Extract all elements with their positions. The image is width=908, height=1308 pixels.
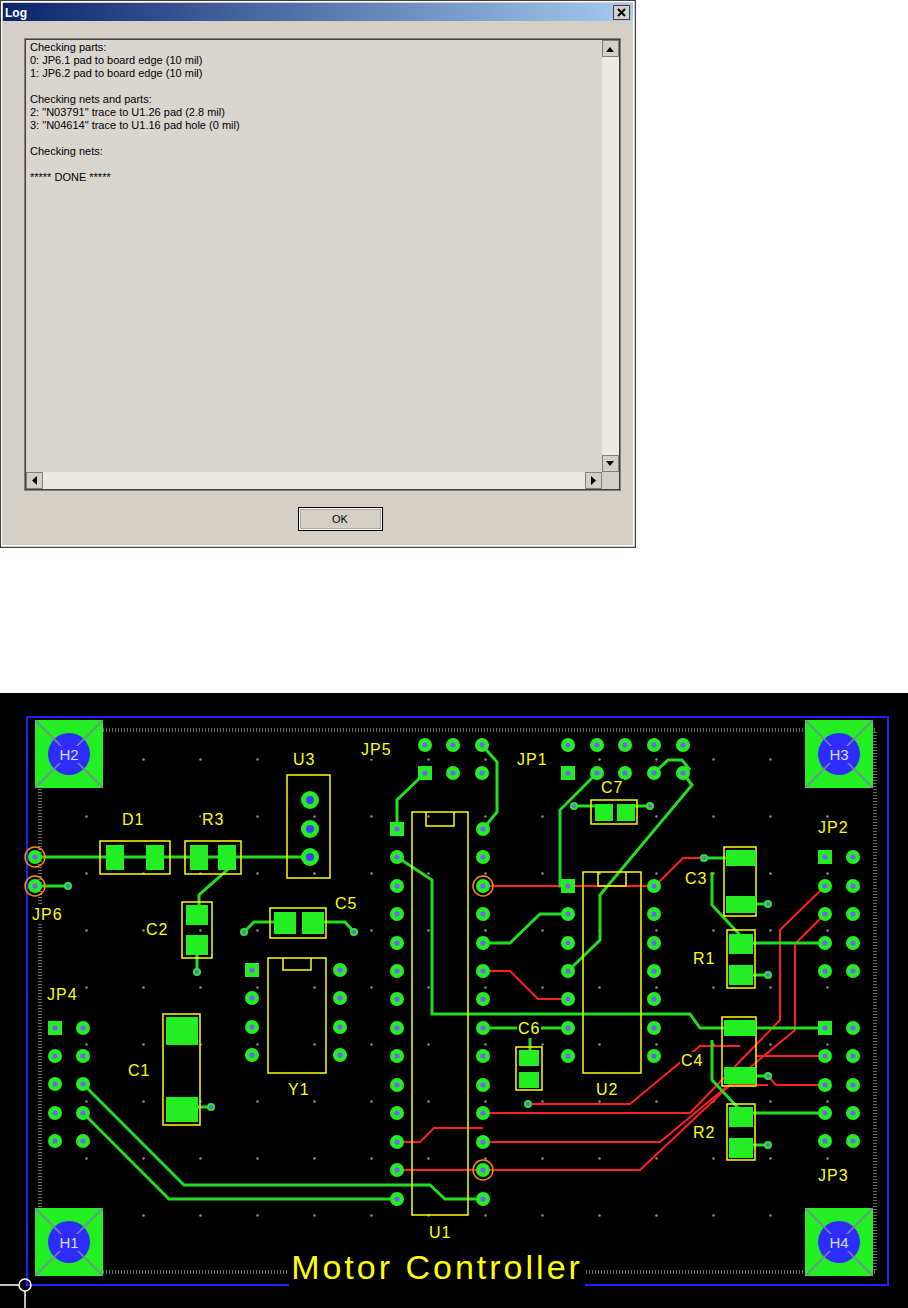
part-label-anchor: C1 <box>127 1062 151 1080</box>
ok-button: OK <box>298 507 382 530</box>
pcb-layout <box>0 693 908 1308</box>
part-designator: U2 <box>595 1081 619 1099</box>
pcb-board: Motor Controller H2 H3H1 H4 <box>0 693 908 1308</box>
mounting-hole-graphics <box>35 720 873 1276</box>
part-designator: C6 <box>517 1020 541 1038</box>
part-designator: R1 <box>692 950 716 968</box>
log-window: LogChecking parts:0: JP6.1 pad to board … <box>0 0 636 548</box>
part-label-anchor: C4 <box>680 1052 704 1070</box>
hole-label: H2 <box>58 746 79 763</box>
part-designator: C7 <box>600 779 624 797</box>
part-designator: JP4 <box>46 986 79 1004</box>
part-label-anchor: R1 <box>692 950 716 968</box>
part-outlines <box>100 775 756 1215</box>
part-designator: C2 <box>145 921 169 939</box>
part-label-anchor: JP1 <box>516 751 549 769</box>
part-label-anchor: Y1 <box>287 1081 311 1099</box>
log-line: Checking parts: <box>30 41 606 54</box>
hole-label: H3 <box>828 746 849 763</box>
mounting-hole: H2 <box>35 720 103 788</box>
button-label: OK <box>332 512 348 526</box>
log-line: ***** DONE ***** <box>30 171 606 184</box>
part-designator: JP6 <box>31 906 64 924</box>
part-label-anchor: JP6 <box>31 906 64 924</box>
part-label-anchor: C7 <box>600 779 624 797</box>
part-label-anchor: C5 <box>334 895 358 913</box>
mounting-hole: H3 <box>805 720 873 788</box>
hole-label: H1 <box>58 1234 79 1251</box>
hole-label: H4 <box>828 1234 849 1251</box>
part-designator: C1 <box>127 1062 151 1080</box>
smd-pads <box>106 804 756 1158</box>
part-designator: JP2 <box>817 819 850 837</box>
board-title: Motor Controller <box>289 1248 585 1286</box>
part-label-anchor: JP5 <box>360 741 393 759</box>
part-designator: C3 <box>684 870 708 888</box>
part-label-anchor: C2 <box>145 921 169 939</box>
part-designator: JP1 <box>516 751 549 769</box>
part-designator: C4 <box>680 1052 704 1070</box>
log-window-chrome <box>0 0 908 548</box>
part-label-anchor: JP2 <box>817 819 850 837</box>
part-label-anchor: U3 <box>292 751 316 769</box>
part-label-anchor: R2 <box>692 1124 716 1142</box>
log-line: 2: "N03791" trace to U1.26 pad (2.8 mil) <box>30 106 606 119</box>
part-designator: JP3 <box>817 1167 850 1185</box>
part-label-anchor: U1 <box>428 1224 452 1242</box>
part-label-anchor: C6 <box>517 1020 541 1038</box>
ok-button-frame <box>299 508 383 531</box>
part-designator: U3 <box>292 751 316 769</box>
window-title: Log <box>5 5 27 21</box>
mounting-hole: H1 <box>35 1208 103 1276</box>
log-line: 0: JP6.1 pad to board edge (10 mil) <box>30 54 606 67</box>
part-label-anchor: D1 <box>121 811 145 829</box>
through-hole-pads <box>25 738 860 1206</box>
vias <box>64 802 772 1149</box>
board-title-anchor: Motor Controller <box>289 1248 585 1286</box>
part-label-anchor: JP3 <box>817 1167 850 1185</box>
log-text-area: Checking parts:0: JP6.1 pad to board edg… <box>24 38 600 472</box>
part-label-anchor: C3 <box>684 870 708 888</box>
log-line: Checking nets and parts: <box>30 93 606 106</box>
part-designator: U1 <box>428 1224 452 1242</box>
close-button <box>614 6 630 20</box>
part-designator: D1 <box>121 811 145 829</box>
part-designator: R2 <box>692 1124 716 1142</box>
part-label-anchor: R3 <box>201 811 225 829</box>
part-designator: C5 <box>334 895 358 913</box>
mounting-hole: H4 <box>805 1208 873 1276</box>
part-designator: Y1 <box>287 1081 311 1099</box>
part-label-anchor: U2 <box>595 1081 619 1099</box>
log-line: 1: JP6.2 pad to board edge (10 mil) <box>30 67 606 80</box>
green-traces <box>35 745 825 1199</box>
part-label-anchor: JP4 <box>46 986 79 1004</box>
scrollbars <box>26 40 619 489</box>
part-designator: JP5 <box>360 741 393 759</box>
log-line: Checking nets: <box>30 145 606 158</box>
log-line: 3: "N04614" trace to U1.16 pad hole (0 m… <box>30 119 606 132</box>
red-traces <box>397 858 825 1170</box>
origin-marker <box>0 1279 31 1308</box>
part-designator: R3 <box>201 811 225 829</box>
